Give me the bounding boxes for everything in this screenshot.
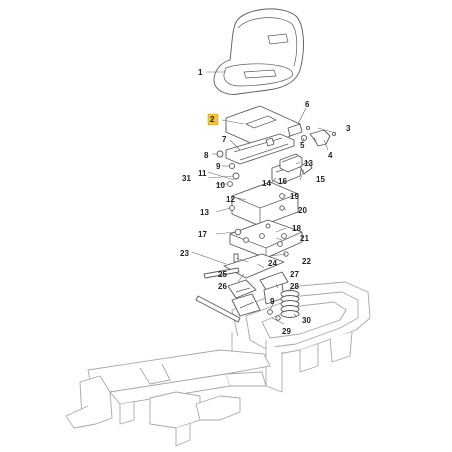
label-part-19: 19 [290, 192, 299, 201]
seat [213, 8, 304, 95]
label-part-24: 24 [268, 259, 277, 268]
label-part-12: 12 [226, 195, 235, 204]
label-part-15: 15 [316, 175, 325, 184]
leader-lines [191, 71, 333, 325]
label-part-6: 6 [305, 100, 310, 109]
label-part-30: 30 [302, 316, 311, 325]
label-part-8: 8 [204, 151, 209, 160]
label-part-13-lower: 13 [200, 208, 209, 217]
seat-base-plate [229, 219, 303, 259]
label-part-26: 26 [218, 282, 227, 291]
label-part-7: 7 [222, 135, 227, 144]
pivot-bracket [300, 129, 337, 147]
label-part-31: 31 [182, 174, 191, 183]
label-part-9: 9 [216, 162, 221, 171]
label-part-2: 2 [210, 115, 215, 124]
label-part-5: 5 [300, 141, 305, 150]
part-number-labels: 1 2 6 3 5 4 7 8 9 31 11 10 13 14 15 16 1… [180, 68, 351, 336]
label-part-17: 17 [198, 230, 207, 239]
label-part-27: 27 [290, 270, 299, 279]
label-part-1: 1 [198, 68, 203, 77]
label-part-4: 4 [328, 151, 333, 160]
spring-housing [231, 181, 299, 227]
mower-chassis-frame [65, 281, 371, 447]
label-part-22: 22 [302, 257, 311, 266]
label-part-3: 3 [346, 124, 351, 133]
pivot-rod [195, 267, 241, 323]
seat-slide-rails [225, 133, 295, 165]
suspension-spring [280, 290, 300, 318]
label-part-16: 16 [278, 177, 287, 186]
label-part-25: 25 [218, 270, 227, 279]
label-part-21: 21 [300, 234, 309, 243]
label-part-14: 14 [262, 179, 271, 188]
label-part-10: 10 [216, 181, 225, 190]
label-part-11: 11 [198, 169, 207, 178]
highlight-marker [207, 113, 219, 126]
label-part-23: 23 [180, 249, 189, 258]
label-part-29: 29 [282, 327, 291, 336]
label-part-13-upper: 13 [304, 159, 313, 168]
label-part-9-lower: 9 [270, 297, 275, 306]
label-part-18: 18 [292, 224, 301, 233]
label-part-28: 28 [290, 282, 299, 291]
hardware-fasteners [216, 125, 311, 321]
seat-switch [279, 153, 303, 173]
label-part-20: 20 [298, 206, 307, 215]
